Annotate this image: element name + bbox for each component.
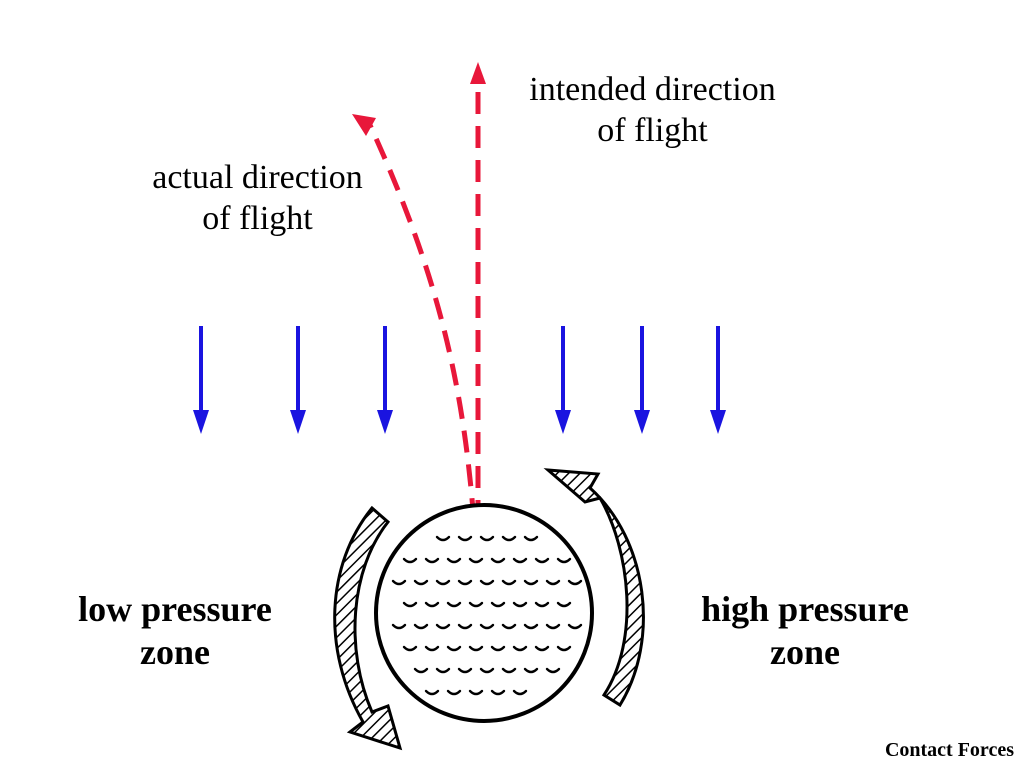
ball-dimples: [391, 535, 583, 696]
airflow-arrow: [193, 326, 209, 434]
dimple: [446, 601, 462, 608]
airflow-arrow: [710, 326, 726, 434]
dimple: [490, 689, 506, 696]
dimple: [534, 601, 550, 608]
dimple: [413, 667, 429, 674]
dimple: [523, 667, 539, 674]
dimple: [446, 689, 462, 696]
dimple: [402, 557, 418, 564]
footer-title: Contact Forces: [884, 739, 1014, 761]
dimple: [446, 645, 462, 652]
dimple: [468, 645, 484, 652]
dimple: [457, 579, 473, 586]
dimple: [479, 579, 495, 586]
airflow-arrows: [193, 326, 726, 434]
dimple: [556, 601, 572, 608]
dimple: [457, 667, 473, 674]
dimple: [501, 667, 517, 674]
right-spin-arrow: [543, 468, 645, 708]
dimple: [512, 689, 528, 696]
dimple: [479, 623, 495, 630]
dimple: [490, 601, 506, 608]
dimple: [468, 601, 484, 608]
dimple: [545, 667, 561, 674]
dimple: [523, 535, 539, 542]
airflow-arrow: [290, 326, 306, 434]
dimple: [457, 623, 473, 630]
actual-direction-label: actual direction of flight: [152, 159, 363, 237]
dimple: [435, 667, 451, 674]
dimple: [413, 623, 429, 630]
dimple: [479, 667, 495, 674]
dimple: [424, 601, 440, 608]
dimple: [534, 645, 550, 652]
dimple: [424, 689, 440, 696]
dimple: [501, 579, 517, 586]
dimple: [468, 689, 484, 696]
dimple: [556, 645, 572, 652]
dimple: [424, 645, 440, 652]
dimple: [435, 535, 451, 542]
dimple: [556, 557, 572, 564]
dimple: [512, 601, 528, 608]
dimple: [391, 623, 407, 630]
dimple: [402, 645, 418, 652]
dimple: [523, 579, 539, 586]
dimple: [413, 579, 429, 586]
golf-ball: [374, 503, 594, 723]
dimple: [545, 623, 561, 630]
dimple: [567, 623, 583, 630]
dimple: [435, 579, 451, 586]
actual-flight-arrow: [352, 114, 481, 589]
dimple: [512, 557, 528, 564]
low-pressure-label: low pressure zone: [78, 589, 272, 673]
airflow-arrow: [377, 326, 393, 434]
dimple: [446, 557, 462, 564]
left-spin-arrow: [333, 505, 403, 751]
dimple: [479, 535, 495, 542]
dimple: [468, 557, 484, 564]
high-pressure-label: high pressure zone: [701, 589, 909, 673]
dimple: [545, 579, 561, 586]
dimple: [391, 579, 407, 586]
airflow-arrow: [634, 326, 650, 434]
dimple: [567, 579, 583, 586]
dimple: [457, 535, 473, 542]
dimple: [424, 557, 440, 564]
dimple: [435, 623, 451, 630]
airflow-arrow: [555, 326, 571, 434]
dimple: [523, 623, 539, 630]
dimple: [402, 601, 418, 608]
dimple: [490, 645, 506, 652]
dimple: [512, 645, 528, 652]
dimple: [490, 557, 506, 564]
dimple: [501, 535, 517, 542]
dimple: [501, 623, 517, 630]
dimple: [534, 557, 550, 564]
intended-direction-label: intended direction of flight: [529, 71, 776, 149]
